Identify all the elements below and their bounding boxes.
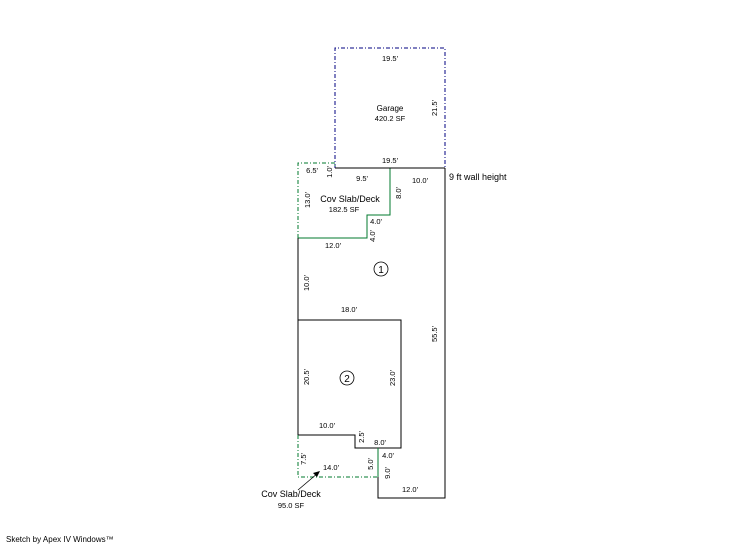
cov-slab-top-solid-edge [298, 168, 391, 239]
dim-bottom-width: 12.0' [402, 485, 419, 494]
cov-slab-bottom-outline [297, 435, 378, 478]
dim-room1-left: 10.0' [302, 274, 311, 291]
room-1-marker [373, 261, 389, 277]
dim-room2-bottom: 10.0' [319, 421, 336, 430]
cov-slab-bottom-area: 95.0 SF [278, 501, 305, 510]
dim-slab-top-step-width: 4.0' [370, 217, 382, 226]
dim-room2-step-width: 8.0' [374, 438, 386, 447]
dim-garage-top: 19.5' [382, 54, 399, 63]
leader-line [297, 472, 319, 491]
dim-slab-top-step-height2: 4.0' [368, 230, 377, 242]
dim-main-right: 55.5' [430, 325, 439, 342]
room-1-number: 1 [378, 265, 384, 276]
cov-slab-bottom-name: Cov Slab/Deck [261, 489, 321, 499]
cov-slab-top-name: Cov Slab/Deck [320, 194, 380, 204]
dim-slab-top-small: 1.0' [325, 166, 334, 178]
house-outline [297, 168, 446, 499]
garage-area: 420.2 SF [375, 114, 406, 123]
dim-main-top-right: 10.0' [412, 176, 429, 185]
room-2-outline [297, 320, 378, 449]
cov-slab-top-outline [297, 162, 336, 238]
room-2-marker [339, 370, 355, 386]
dim-bottom-right-height: 9.0' [383, 467, 392, 479]
leader-arrowhead [313, 471, 320, 477]
dim-room2-step-height: 2.5' [357, 431, 366, 443]
wall-height-note: 9 ft wall height [449, 172, 507, 182]
dim-garage-right: 21.5' [430, 99, 439, 116]
dim-slab-bottom-right: 5.0' [366, 458, 375, 470]
dim-slab-top-step-height: 8.0' [394, 187, 403, 199]
dim-room1-bottom: 18.0' [341, 305, 358, 314]
dim-slab-top-width: 9.5' [356, 174, 368, 183]
dim-room2-left: 20.5' [302, 368, 311, 385]
dim-slab-top-left-width: 6.5' [306, 166, 318, 175]
dim-slab-top-left-height: 13.0' [303, 191, 312, 208]
garage-outline [334, 47, 446, 168]
dim-slab-bottom-left: 7.5' [299, 453, 308, 465]
sketch-credit: Sketch by Apex IV Windows™ [6, 535, 114, 544]
dim-bottom-step-width: 4.0' [382, 451, 394, 460]
dim-slab-top-bottom: 12.0' [325, 241, 342, 250]
room-2-number: 2 [344, 374, 350, 385]
cov-slab-top-area: 182.5 SF [329, 205, 360, 214]
dim-room2-right: 23.0' [388, 369, 397, 386]
garage-name: Garage [377, 104, 404, 113]
dim-slab-bottom-width: 14.0' [323, 463, 340, 472]
dim-garage-bottom: 19.5' [382, 156, 399, 165]
